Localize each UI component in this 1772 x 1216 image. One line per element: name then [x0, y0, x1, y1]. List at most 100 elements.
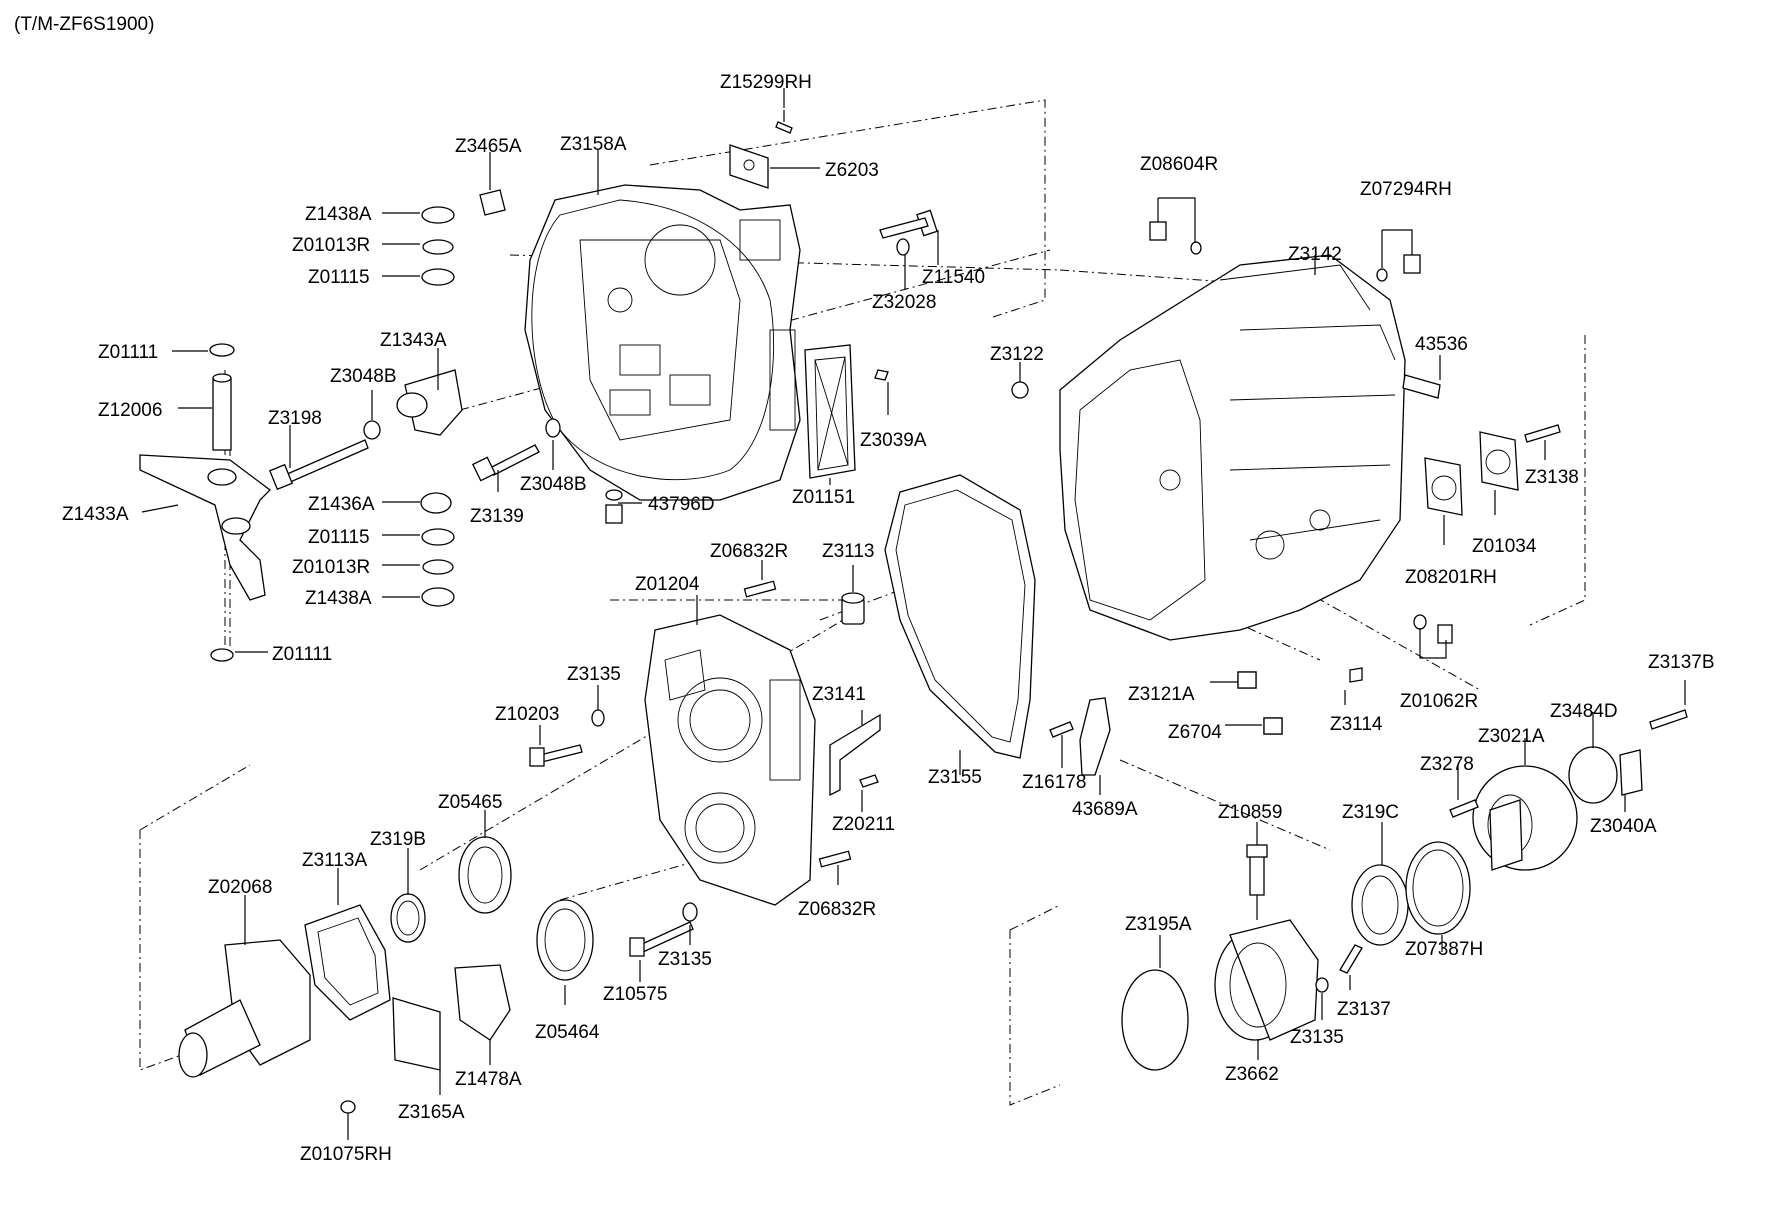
- bolt-z3137: [1339, 944, 1363, 974]
- label-z3039a: Z3039A: [860, 430, 927, 451]
- left-seal-stack: [209, 206, 455, 662]
- bracket-43689a: [1079, 697, 1111, 776]
- output-flange-z3021a: [1472, 765, 1578, 871]
- label-z319b: Z319B: [370, 829, 426, 850]
- label-z12006: Z12006: [98, 400, 162, 421]
- label-z01115-bot: Z01115: [308, 527, 370, 548]
- bolt-z11540: [879, 209, 938, 256]
- label-z06832r-bot: Z06832R: [798, 899, 876, 920]
- label-z10203: Z10203: [495, 704, 559, 725]
- bolt-z10575: [629, 902, 698, 957]
- label-z6203: Z6203: [825, 160, 879, 181]
- ring-z3195a: [1121, 969, 1189, 1071]
- label-z3165a: Z3165A: [398, 1102, 465, 1123]
- seal-z319c: [1351, 864, 1409, 946]
- label-z3040a: Z3040A: [1590, 816, 1657, 837]
- label-z6704: Z6704: [1168, 722, 1222, 743]
- label-z1478a: Z1478A: [455, 1069, 522, 1090]
- plate-z3465a: [479, 189, 506, 216]
- label-z3135-b: Z3135: [658, 949, 712, 970]
- bushing-z3113: [841, 592, 865, 625]
- plug-z3121a: [1237, 671, 1257, 689]
- label-z10575: Z10575: [603, 984, 667, 1005]
- label-43796d: 43796D: [648, 494, 715, 515]
- label-z3135-a: Z3135: [567, 664, 621, 685]
- bolt-z10203: [529, 709, 605, 767]
- label-z08604r: Z08604R: [1140, 154, 1218, 175]
- label-z3142: Z3142: [1288, 244, 1342, 265]
- bolt-z3278: [1449, 799, 1479, 818]
- label-z01204: Z01204: [635, 574, 700, 595]
- seal-z05464: [536, 899, 594, 981]
- gasket-z08201rh: [1424, 457, 1463, 516]
- label-z10859: Z10859: [1218, 802, 1282, 823]
- gasket-z3113a: [304, 904, 391, 1021]
- label-z3021a: Z3021A: [1478, 726, 1545, 747]
- label-z3048b-mid: Z3048B: [520, 474, 587, 495]
- label-z3135-c: Z3135: [1290, 1027, 1344, 1048]
- label-z3048b-left: Z3048B: [330, 366, 397, 387]
- label-z3195a: Z3195A: [1125, 914, 1192, 935]
- ring-z07387h: [1405, 841, 1471, 935]
- label-z20211: Z20211: [832, 814, 895, 835]
- washer-z3135-c: [1315, 977, 1329, 993]
- cover-z01034: [1479, 431, 1519, 491]
- label-z07387h: Z07387H: [1405, 939, 1483, 960]
- housing-z02068: [178, 939, 311, 1078]
- label-z01115-top: Z01115: [308, 267, 370, 288]
- label-z16178: Z16178: [1022, 772, 1086, 793]
- label-z3139: Z3139: [470, 506, 524, 527]
- label-z3137b: Z3137B: [1648, 652, 1715, 673]
- plug-z6704: [1263, 717, 1283, 735]
- leader-lines: [141, 88, 1686, 1140]
- label-z05465: Z05465: [438, 792, 502, 813]
- dowel-z06832r-bot: [818, 850, 852, 868]
- label-z05464: Z05464: [535, 1022, 600, 1043]
- main-case-z3142: [1059, 254, 1406, 641]
- label-z3465a: Z3465A: [455, 136, 522, 157]
- washer-z01075rh: [340, 1100, 356, 1114]
- label-z01062r: Z01062R: [1400, 691, 1478, 712]
- bolt-z3138: [1524, 424, 1561, 443]
- label-43536: 43536: [1415, 334, 1468, 355]
- label-z3121a: Z3121A: [1128, 684, 1195, 705]
- label-z1433a: Z1433A: [62, 504, 129, 525]
- label-z3141: Z3141: [812, 684, 866, 705]
- label-z3155: Z3155: [928, 767, 982, 788]
- label-z01075rh: Z01075RH: [300, 1144, 392, 1165]
- gasket-z3155: [884, 474, 1036, 759]
- cover-z3165a: [392, 997, 441, 1071]
- label-z3113a: Z3113A: [302, 850, 367, 871]
- label-z01013r-bot: Z01013R: [292, 557, 370, 578]
- bolt-z3198: [268, 439, 369, 491]
- diagram-header: (T/M-ZF6S1900): [14, 14, 155, 35]
- pin-z12006: [212, 373, 232, 451]
- label-z01111-top: Z01111: [98, 342, 158, 363]
- plate-z3040a: [1619, 749, 1643, 796]
- screw-z16178: [1049, 721, 1074, 738]
- label-z319c: Z319C: [1342, 802, 1399, 823]
- shift-fork-z1433a: [139, 454, 271, 601]
- cover-plate-z6203: [729, 110, 793, 189]
- label-43689a: 43689A: [1072, 799, 1138, 820]
- label-z3113: Z3113: [822, 541, 874, 562]
- label-z1343a: Z1343A: [380, 330, 447, 351]
- label-z11540: Z11540: [922, 267, 985, 288]
- label-z3114: Z3114: [1330, 714, 1383, 735]
- label-z3662: Z3662: [1225, 1064, 1279, 1085]
- bolt-z3137b: [1649, 709, 1688, 730]
- label-z15299rh: Z15299RH: [720, 72, 812, 93]
- screw-z20211: [859, 774, 879, 788]
- seal-z05465: [458, 836, 512, 914]
- cover-z01151: [804, 344, 889, 479]
- label-z01034: Z01034: [1472, 536, 1537, 557]
- label-z3137: Z3137: [1337, 999, 1391, 1020]
- label-z3158a: Z3158A: [560, 134, 627, 155]
- label-z08201rh: Z08201RH: [1405, 567, 1497, 588]
- callouts: Z15299RH Z6203 Z3465A Z3158A Z1438A Z010…: [62, 72, 1715, 1165]
- gasket-z1478a: [454, 964, 511, 1041]
- label-z3278: Z3278: [1420, 754, 1474, 775]
- label-z01151: Z01151: [792, 487, 855, 508]
